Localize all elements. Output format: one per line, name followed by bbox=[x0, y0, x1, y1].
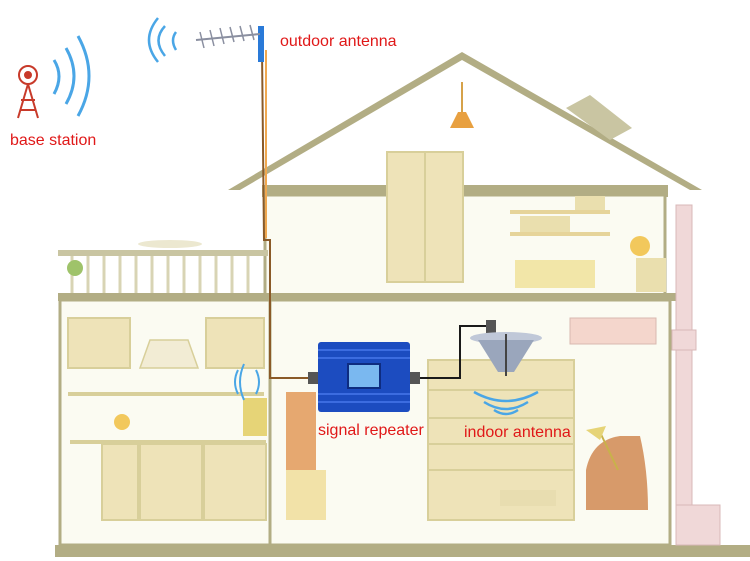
balcony bbox=[58, 240, 268, 293]
chimney-pipe bbox=[672, 205, 720, 545]
signal-wave-icon bbox=[149, 18, 176, 62]
outdoor-antenna-label: outdoor antenna bbox=[280, 34, 397, 50]
repeater-device-icon bbox=[308, 342, 420, 412]
signal-repeater-label: signal repeater bbox=[318, 423, 424, 439]
yagi-antenna-icon bbox=[196, 25, 264, 62]
signal-tower-icon bbox=[18, 66, 38, 118]
base-station-label: base station bbox=[10, 133, 96, 149]
indoor-antenna-label: indoor antenna bbox=[464, 425, 571, 441]
ground bbox=[55, 545, 750, 557]
signal-wave-icon bbox=[54, 36, 89, 116]
